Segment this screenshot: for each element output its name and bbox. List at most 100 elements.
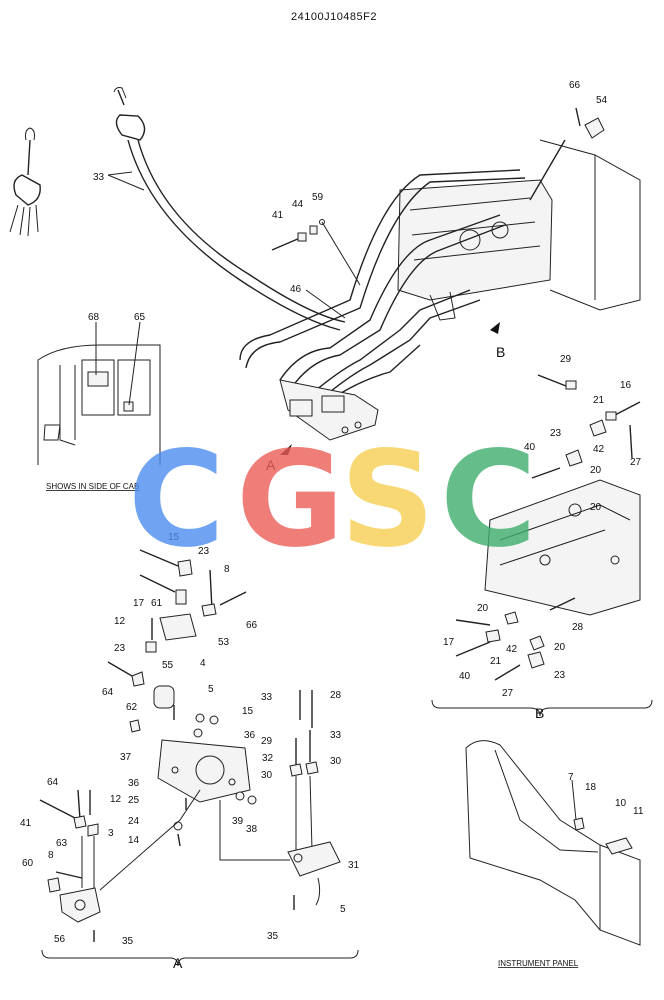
view-b-fittings (455, 374, 641, 681)
callout-33: 33 (93, 172, 105, 183)
callout-a-64: 64 (102, 687, 114, 698)
callout-a-15b: 15 (242, 706, 254, 717)
caption-instrument-panel: INSTRUMENT PANEL (498, 959, 579, 968)
valve-block-a (279, 379, 379, 441)
callout-b-20b: 20 (590, 502, 602, 513)
hose-bundle (239, 169, 526, 401)
callout-b-20a: 20 (590, 465, 602, 476)
callout-54: 54 (596, 95, 608, 106)
callout-b-20d: 20 (554, 642, 566, 653)
callout-a-28: 28 (330, 690, 342, 701)
watermark-letter-s: S (340, 423, 435, 577)
joystick-left (9, 127, 41, 237)
callout-b-21b: 21 (490, 656, 502, 667)
callout-a-5: 5 (208, 684, 214, 695)
callout-a-15: 15 (168, 532, 180, 543)
callout-a-5b: 5 (340, 904, 346, 915)
callout-b-29: 29 (560, 354, 572, 365)
callout-b-40: 40 (524, 442, 536, 453)
callout-a-12b: 12 (110, 794, 122, 805)
view-b-valve (484, 479, 641, 616)
callout-a-62: 62 (126, 702, 138, 713)
view-a-parts (39, 549, 341, 942)
callout-a-38: 38 (246, 824, 258, 835)
bracket-b (431, 699, 653, 717)
watermark-letter-c1: C (128, 423, 225, 577)
callout-p-10: 10 (615, 798, 627, 809)
callout-44: 44 (292, 199, 304, 210)
watermark-letter-g: G (236, 423, 344, 577)
callout-a-30: 30 (261, 770, 273, 781)
callout-a-64b: 64 (47, 777, 59, 788)
control-valve-top (397, 179, 553, 321)
callout-a-17: 17 (133, 598, 145, 609)
callout-a-36b: 36 (128, 778, 140, 789)
callout-b-28: 28 (572, 622, 584, 633)
callout-a-36: 36 (244, 730, 256, 741)
callout-p-18: 18 (585, 782, 597, 793)
callout-a-37: 37 (120, 752, 132, 763)
section-label-b: B (535, 705, 544, 721)
callout-a-33b: 33 (330, 730, 342, 741)
callout-66: 66 (569, 80, 581, 91)
callout-a-23b: 23 (114, 643, 126, 654)
callout-a-14: 14 (128, 835, 140, 846)
callout-b-27b: 27 (502, 688, 514, 699)
callout-b-16: 16 (620, 380, 632, 391)
callout-a-4: 4 (200, 658, 206, 669)
callout-b-23b: 23 (554, 670, 566, 681)
callout-b-17: 17 (443, 637, 455, 648)
callout-a-35: 35 (122, 936, 134, 947)
cab-panel-top (539, 139, 641, 311)
callout-a-23: 23 (198, 546, 210, 557)
callout-a-60: 60 (22, 858, 34, 869)
callout-a-31: 31 (348, 860, 360, 871)
callout-a-25: 25 (128, 795, 140, 806)
watermark-letter-c2: C (440, 423, 537, 577)
callout-46: 46 (290, 284, 302, 295)
callout-a-63: 63 (56, 838, 68, 849)
callout-a-32: 32 (262, 753, 274, 764)
section-label-a: A (173, 955, 183, 971)
top-small-parts (271, 107, 605, 286)
drawing-number: 24100J10485F2 (291, 11, 377, 23)
callout-a-39: 39 (232, 816, 244, 827)
callout-a-41: 41 (20, 818, 32, 829)
callout-a-3: 3 (108, 828, 114, 839)
bracket-a (41, 949, 359, 967)
callout-b-40b: 40 (459, 671, 471, 682)
callout-b-27: 27 (630, 457, 642, 468)
caption-cab-side: SHOWS IN SIDE OF CAB (46, 482, 139, 491)
arrow-a (280, 444, 292, 455)
callout-b-23: 23 (550, 428, 562, 439)
callout-a-66: 66 (246, 620, 258, 631)
callout-a-12: 12 (114, 616, 126, 627)
callout-b-21: 21 (593, 395, 605, 406)
callout-a-35b: 35 (267, 931, 279, 942)
callout-a-30b: 30 (330, 756, 342, 767)
callout-68: 68 (88, 312, 100, 323)
view-label-a: A (266, 457, 276, 473)
callout-a-8: 8 (224, 564, 230, 575)
callout-a-56: 56 (54, 934, 66, 945)
callout-a-53: 53 (218, 637, 230, 648)
callout-41: 41 (272, 210, 284, 221)
callout-b-42b: 42 (506, 644, 518, 655)
callout-b-20c: 20 (477, 603, 489, 614)
arrow-b (490, 322, 500, 334)
callout-b-42: 42 (593, 444, 605, 455)
callout-59: 59 (312, 192, 324, 203)
callout-a-24: 24 (128, 816, 140, 827)
callout-a-55: 55 (162, 660, 174, 671)
callout-65: 65 (134, 312, 146, 323)
callout-a-29: 29 (261, 736, 273, 747)
view-label-b: B (496, 344, 505, 360)
cab-inset (37, 321, 161, 465)
watermark: C G S C (128, 423, 537, 577)
callout-a-33: 33 (261, 692, 273, 703)
callout-a-61: 61 (151, 598, 163, 609)
instrument-panel (465, 740, 641, 946)
callout-a-8b: 8 (48, 850, 54, 861)
